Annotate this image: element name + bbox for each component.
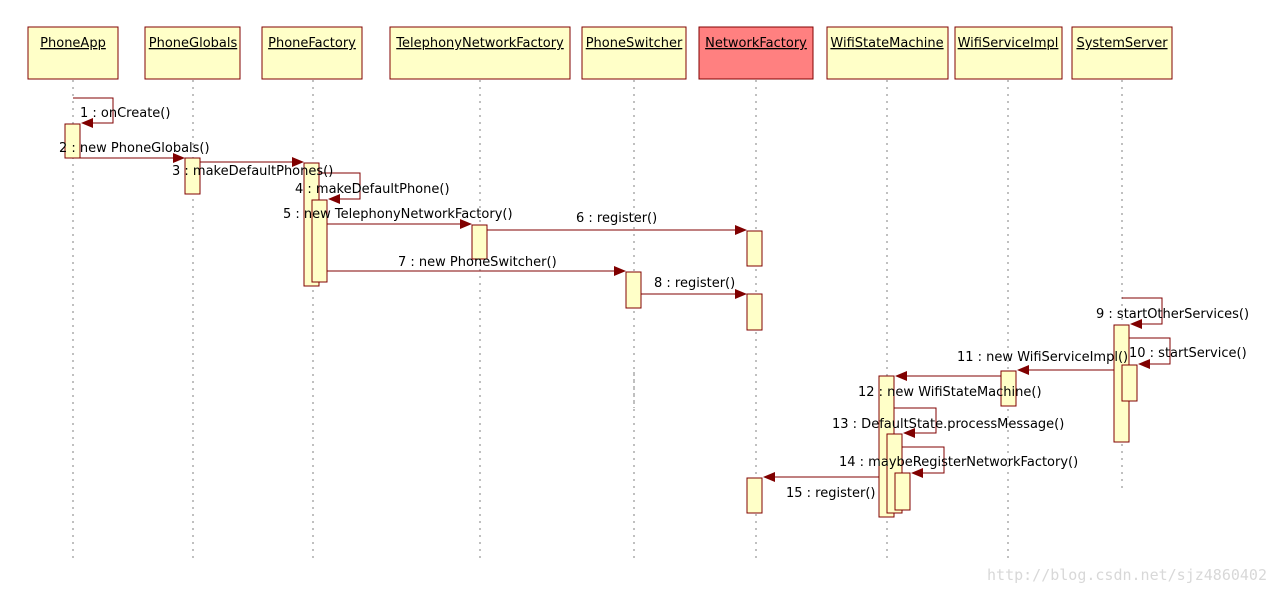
activations	[64, 123, 1138, 518]
participant-label-phoneswitcher: PhoneSwitcher	[586, 36, 683, 51]
activation-phoneglobals	[184, 157, 201, 195]
message-label-m1: 1 : onCreate()	[80, 106, 170, 121]
participant-labels: PhoneApp PhoneGlobals PhoneFactory Telep…	[40, 36, 1168, 51]
participant-label-systemserver: SystemServer	[1076, 36, 1168, 51]
activation-networkfactory-3	[746, 477, 763, 514]
message-label-m9: 9 : startOtherServices()	[1096, 307, 1249, 322]
arrow-m14	[902, 446, 945, 478]
participant-box-wifistatemachine[interactable]	[826, 26, 949, 80]
activation-networkfactory-2	[746, 293, 763, 331]
participants	[27, 26, 1173, 80]
message-label-m4: 4 : makeDefaultPhone()	[295, 182, 450, 197]
watermark-text: http://blog.csdn.net/sjz4860402	[987, 566, 1267, 584]
message-label-m11: 11 : new WifiServiceImpl()	[957, 350, 1128, 365]
participant-box-phonefactory[interactable]	[261, 26, 363, 80]
activation-telephonynetworkfactory	[471, 224, 488, 260]
arrow-m1	[73, 97, 114, 128]
message-label-m3: 3 : makeDefaultPhones()	[172, 164, 333, 179]
participant-label-networkfactory: NetworkFactory	[705, 36, 807, 51]
arrow-m9	[1122, 297, 1163, 329]
participant-box-phoneapp[interactable]	[27, 26, 119, 80]
participant-box-telephonynetworkfactory[interactable]	[389, 26, 571, 80]
lifelines	[72, 80, 1123, 560]
arrow-m10	[1129, 337, 1171, 369]
message-label-m5: 5 : new TelephonyNetworkFactory()	[283, 207, 513, 222]
message-label-m13: 13 : DefaultState.processMessage()	[832, 417, 1064, 432]
activation-wifistatemachine-nested-2	[894, 472, 911, 511]
message-label-m8: 8 : register()	[654, 276, 735, 291]
participant-box-wifiserviceimpl[interactable]	[954, 26, 1063, 80]
message-label-m10: 10 : startService()	[1129, 346, 1247, 361]
message-label-m6: 6 : register()	[576, 211, 657, 226]
activation-wifiserviceimpl	[1000, 370, 1017, 407]
message-label-m14: 14 : maybeRegisterNetworkFactory()	[839, 455, 1078, 470]
message-label-m2: 2 : new PhoneGlobals()	[59, 141, 210, 156]
arrow-m13	[894, 407, 937, 438]
message-labels: 1 : onCreate() 2 : new PhoneGlobals() 3 …	[59, 106, 1249, 501]
participant-label-phonefactory: PhoneFactory	[268, 36, 356, 51]
activation-phonefactory-nested	[311, 199, 328, 283]
participant-label-phoneapp: PhoneApp	[40, 36, 106, 51]
message-label-m7: 7 : new PhoneSwitcher()	[398, 255, 557, 270]
message-label-m15: 15 : register()	[786, 486, 875, 501]
message-arrows	[73, 97, 1171, 482]
participant-label-wifiserviceimpl: WifiServiceImpl	[958, 36, 1059, 51]
activation-systemserver-nested	[1121, 364, 1138, 402]
participant-box-phoneswitcher[interactable]	[581, 26, 687, 80]
message-label-m12: 12 : new WifiStateMachine()	[858, 385, 1042, 400]
participant-label-telephonynetworkfactory: TelephonyNetworkFactory	[395, 36, 564, 51]
activation-phoneswitcher	[625, 271, 642, 309]
activation-networkfactory-1	[746, 230, 763, 267]
participant-box-phoneglobals[interactable]	[144, 26, 241, 80]
participant-box-systemserver[interactable]	[1071, 26, 1173, 80]
participant-label-wifistatemachine: WifiStateMachine	[830, 36, 943, 51]
participant-label-phoneglobals: PhoneGlobals	[149, 36, 238, 51]
participant-box-networkfactory[interactable]	[698, 26, 814, 80]
activation-phoneapp	[64, 123, 81, 159]
arrow-m4	[319, 172, 361, 204]
